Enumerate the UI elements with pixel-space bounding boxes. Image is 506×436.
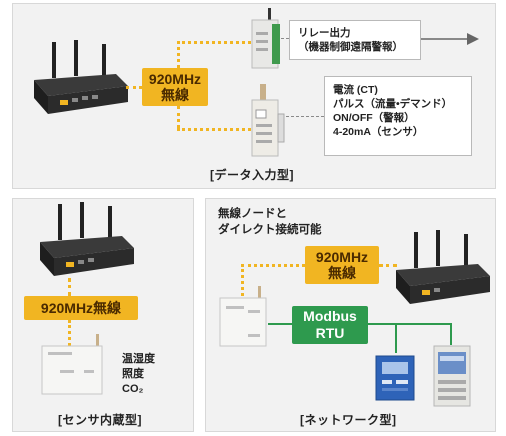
output-arrow-icon (421, 33, 479, 45)
sensor-types-list: 温湿度 照度 CO₂ (122, 352, 155, 397)
input-types-box: 電流 (CT) パルス（流量•デマンド） ON/OFF（警報） 4-20mA（セ… (324, 76, 472, 156)
network-type-caption: [ネットワーク型] (300, 413, 397, 427)
modbus-device-icon (375, 355, 415, 401)
modbus-line (450, 323, 452, 345)
data-input-type-caption: [データ入力型] (210, 168, 294, 182)
wireless-node-icon (219, 286, 267, 347)
direct-connect-note: 無線ノードと ダイレクト接続可能 (218, 206, 322, 238)
sensor-co2: CO₂ (122, 383, 144, 395)
note-line-2: ダイレクト接続可能 (218, 224, 322, 236)
wireless-link-line (68, 320, 71, 346)
rtu-label: RTU (315, 325, 345, 341)
badge-wireless: 無線 (161, 87, 189, 103)
wireless-link-line (177, 128, 251, 131)
note-line-1: 無線ノードと (218, 208, 287, 220)
input-type-pulse: パルス（流量•デマンド） (333, 98, 453, 110)
connector-line (286, 116, 324, 117)
relay-node-icon (251, 8, 280, 69)
wireless-link-line (241, 264, 305, 267)
input-type-onoff: ON/OFF（警報） (333, 112, 415, 124)
input-node-icon (251, 84, 285, 157)
relay-output-label: リレー出力 (298, 27, 351, 39)
gateway-device-icon (40, 202, 134, 276)
connector-line (281, 38, 289, 39)
modbus-line (395, 323, 397, 353)
badge-text: 920MHz無線 (40, 300, 122, 316)
modbus-meter-icon (433, 345, 471, 407)
wireless-link-line (126, 86, 142, 89)
gateway-device-icon (396, 230, 490, 304)
wireless-920mhz-badge: 920MHz無線 (24, 296, 138, 320)
modbus-line (268, 323, 292, 325)
wireless-link-line (177, 106, 180, 128)
wireless-link-line (177, 41, 251, 44)
gateway-device-icon (34, 40, 128, 114)
sensor-node-icon (41, 334, 103, 395)
sensor-temp-humidity: 温湿度 (122, 353, 155, 365)
input-type-analog: 4-20mA（センサ） (333, 126, 424, 138)
badge-frequency: 920MHz (315, 249, 369, 265)
wireless-920mhz-badge: 920MHz 無線 (142, 68, 208, 106)
badge-wireless: 無線 (328, 265, 356, 281)
relay-output-box: リレー出力 （機器制御遠隔警報） (289, 20, 421, 60)
input-type-current: 電流 (CT) (333, 84, 378, 96)
sensor-built-in-caption: [センサ内蔵型] (58, 413, 142, 427)
modbus-rtu-badge: Modbus RTU (292, 306, 368, 344)
badge-frequency: 920MHz (148, 71, 202, 87)
wireless-link-line (241, 264, 244, 302)
modbus-label: Modbus (303, 308, 357, 324)
wireless-link-line (68, 278, 71, 296)
wireless-920mhz-badge: 920MHz 無線 (305, 246, 379, 284)
relay-output-sub: （機器制御遠隔警報） (298, 41, 403, 53)
wireless-link-line (177, 41, 180, 68)
sensor-illuminance: 照度 (122, 368, 144, 380)
modbus-line (368, 323, 452, 325)
wireless-link-line (379, 264, 397, 267)
